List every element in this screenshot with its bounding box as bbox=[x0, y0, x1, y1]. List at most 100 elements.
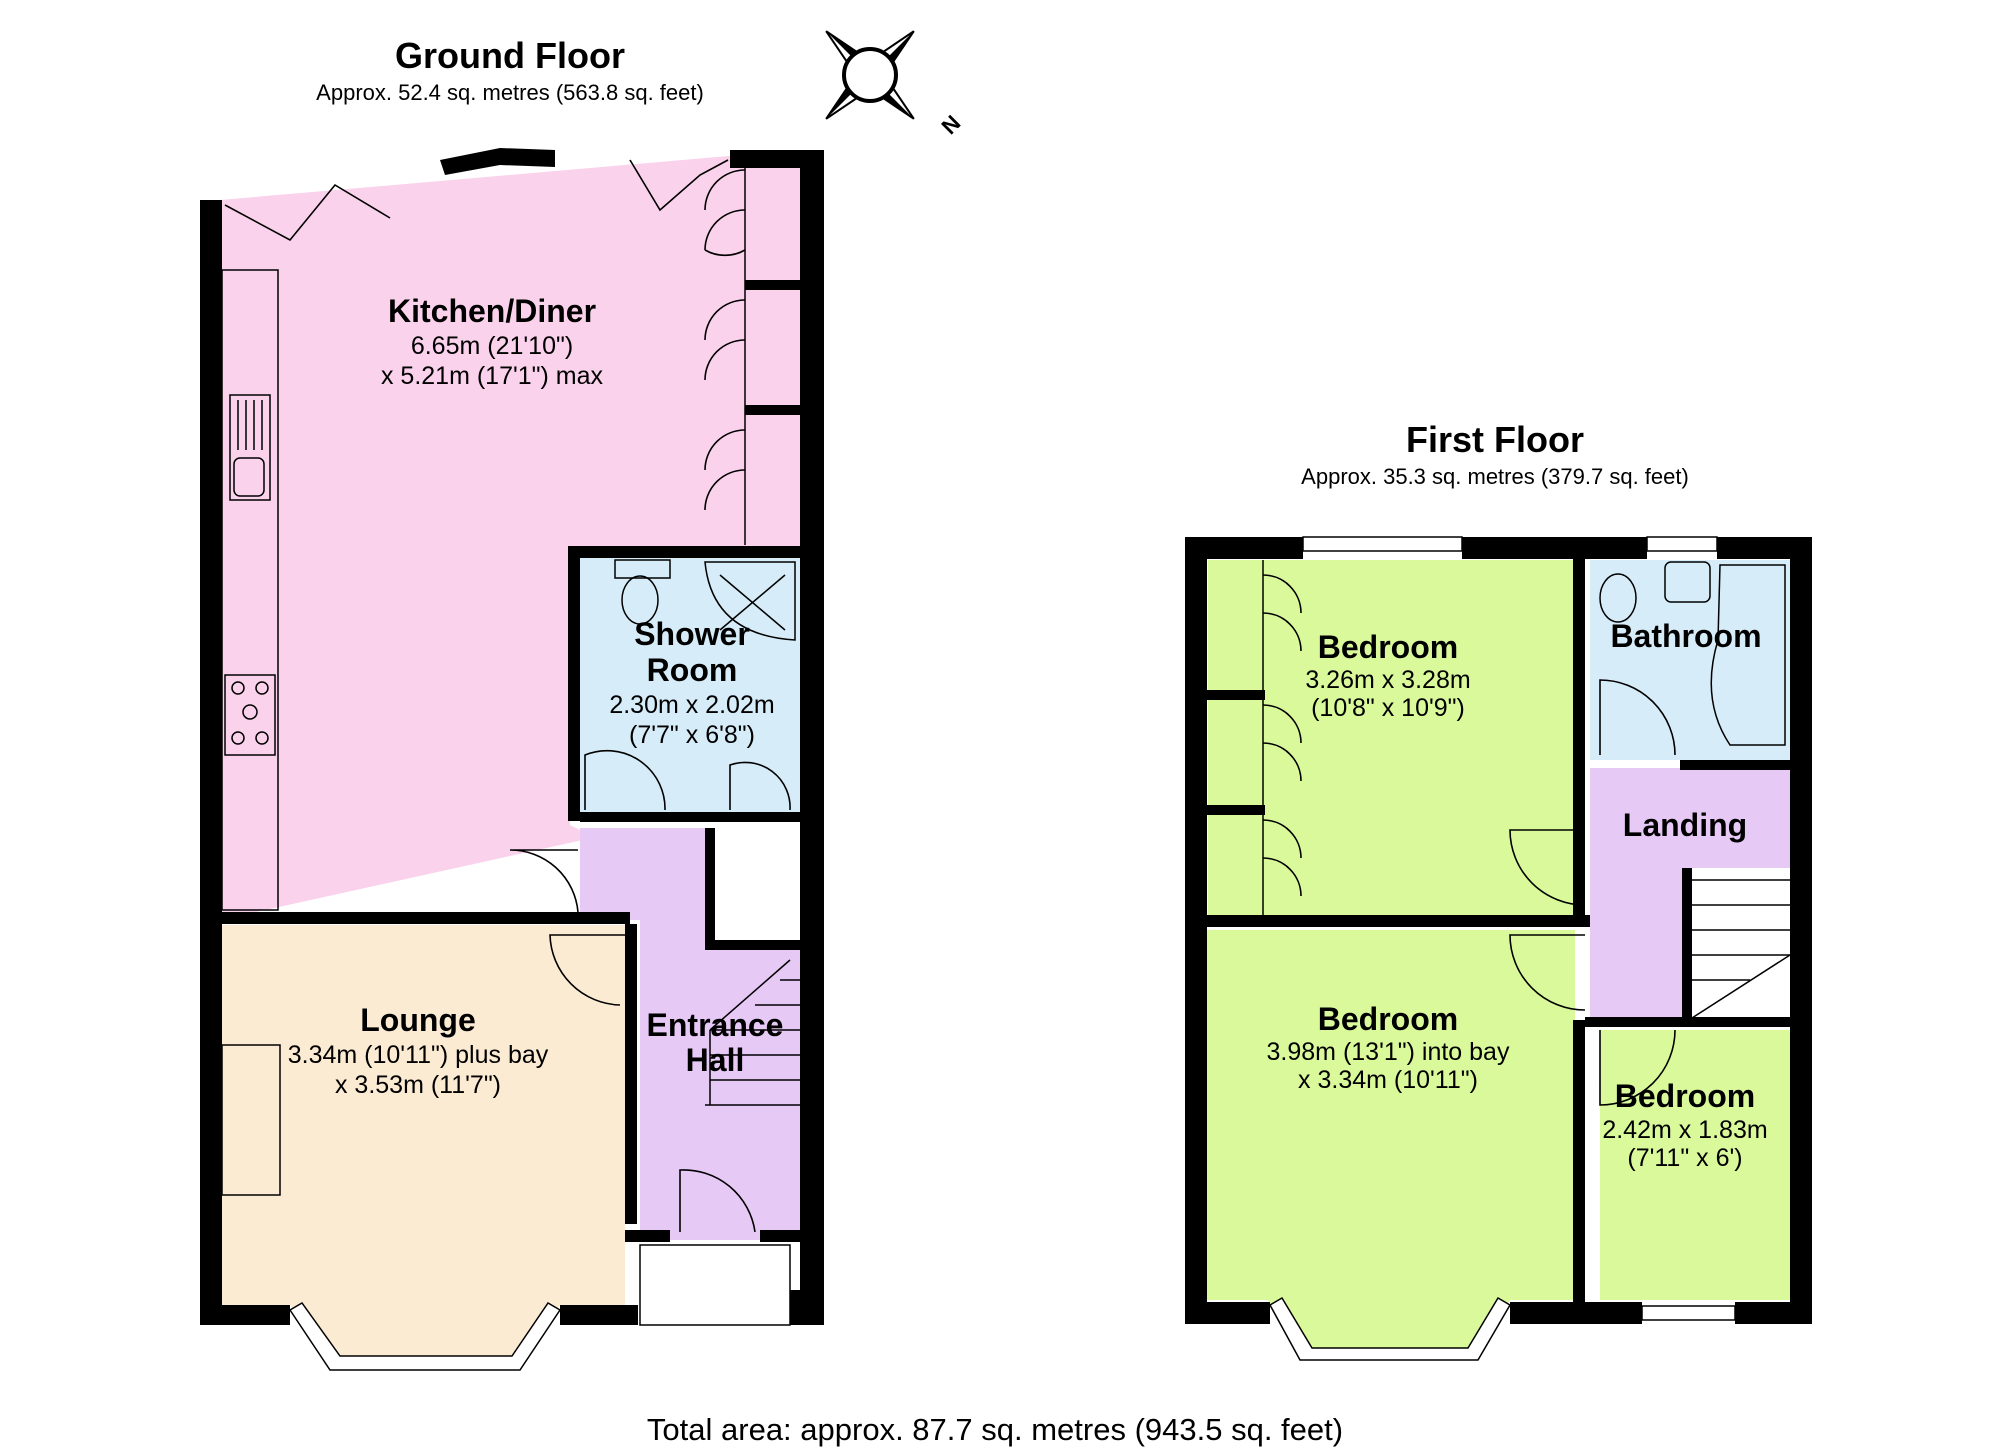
first-floor-title: First Floor bbox=[1406, 419, 1584, 460]
ff-bottom-wall-mid bbox=[1510, 1302, 1642, 1324]
bedroom3-dim1: 2.42m x 1.83m bbox=[1602, 1116, 1767, 1144]
lounge-dim1: 3.34m (10'11") plus bay bbox=[288, 1041, 549, 1069]
wc-cistern bbox=[614, 559, 671, 579]
bath-basin bbox=[1664, 561, 1711, 603]
shower-left-wall bbox=[568, 546, 580, 821]
shower-room-door bbox=[584, 749, 666, 811]
bedroom3-name: Bedroom bbox=[1615, 1078, 1755, 1114]
first-floor-plan bbox=[1185, 536, 1812, 1361]
lounge-bay-window bbox=[288, 1301, 562, 1371]
shower-top-wall bbox=[568, 546, 803, 558]
bedroom3-fill bbox=[1600, 1030, 1790, 1300]
bedroom2-dim2: x 3.34m (10'11") bbox=[1298, 1066, 1478, 1094]
hall-name-line1: Entrance bbox=[647, 1007, 784, 1043]
ff-top-wall-left bbox=[1185, 537, 1303, 559]
wc-bowl bbox=[621, 575, 659, 625]
lounge-door bbox=[549, 934, 625, 1006]
kitchen-rear-stub bbox=[730, 150, 800, 168]
bedroom1-name: Bedroom bbox=[1318, 629, 1458, 665]
lounge-fill bbox=[222, 925, 625, 1360]
entrance-hall-fill bbox=[580, 828, 800, 1240]
lounge-bottom-right-wall bbox=[560, 1305, 638, 1325]
closet-left-wall bbox=[705, 828, 715, 948]
hall-left-wall bbox=[625, 924, 637, 1224]
shower-room-fill bbox=[578, 556, 800, 820]
hall-name-line2: Hall bbox=[686, 1042, 745, 1078]
bedroom3-window bbox=[1641, 1305, 1736, 1321]
kitchen-diner-fill bbox=[220, 155, 800, 920]
ground-floor-plan bbox=[200, 148, 824, 1371]
ground-floor-area: Approx. 52.4 sq. metres (563.8 sq. feet) bbox=[316, 80, 704, 105]
left-outer-wall bbox=[200, 200, 222, 1325]
total-area: Total area: approx. 87.7 sq. metres (943… bbox=[647, 1412, 1343, 1447]
bedroom2-fill bbox=[1205, 930, 1575, 1300]
bedroom2-door bbox=[1509, 934, 1586, 1011]
ff-top-wall-mid bbox=[1462, 537, 1647, 559]
bedroom1-wardrobe-fill bbox=[1255, 560, 1275, 915]
rear-bifold-door-right bbox=[629, 159, 729, 212]
closet-divider-2 bbox=[745, 405, 800, 415]
first-staircase bbox=[1691, 879, 1791, 1019]
ground-floor-title: Ground Floor bbox=[395, 35, 625, 76]
bedroom2-bay-window bbox=[1268, 1296, 1512, 1361]
closet-bottom-wall bbox=[705, 940, 800, 950]
hob-icon bbox=[224, 674, 276, 756]
stair-well-fill bbox=[1692, 868, 1790, 1018]
kitchen-name: Kitchen/Diner bbox=[388, 293, 596, 329]
right-outer-wall bbox=[800, 150, 824, 1325]
shower-tray-icon bbox=[704, 561, 796, 641]
rear-bifold-door-left bbox=[224, 183, 391, 242]
ff-bottom-wall-left bbox=[1185, 1302, 1270, 1324]
bathroom-door bbox=[1599, 679, 1676, 756]
bedroom1-dim2: (10'8" x 10'9") bbox=[1311, 694, 1465, 722]
ground-staircase bbox=[705, 959, 800, 1106]
kitchen-lounge-wall bbox=[222, 912, 630, 924]
bedroom1-wardrobe-doors bbox=[1262, 560, 1302, 915]
bedroom-divider-wall bbox=[1205, 915, 1590, 927]
bedroom1-window bbox=[1302, 536, 1463, 552]
wardrobe-divider-2 bbox=[1205, 805, 1265, 815]
lounge-dim2: x 3.53m (11'7") bbox=[335, 1071, 501, 1099]
bath-wc-bowl bbox=[1599, 573, 1637, 623]
shower-dim2: (7'7" x 6'8") bbox=[629, 721, 755, 749]
ff-bottom-wall-right bbox=[1735, 1302, 1812, 1324]
bathroom-bottom-wall bbox=[1680, 760, 1790, 770]
bedroom3-dim2: (7'11" x 6') bbox=[1627, 1144, 1742, 1172]
first-floor-area: Approx. 35.3 sq. metres (379.7 sq. feet) bbox=[1301, 464, 1689, 489]
wardrobe-divider-1 bbox=[1205, 690, 1265, 700]
compass-north-label: N bbox=[937, 110, 966, 139]
shower-name-line2: Room bbox=[647, 652, 738, 688]
closet-fill bbox=[712, 828, 800, 946]
bedroom1-door bbox=[1509, 829, 1586, 906]
ff-top-wall-right bbox=[1717, 537, 1812, 559]
kitchen-worktop bbox=[221, 269, 279, 911]
hall-front-wall-left bbox=[625, 1230, 670, 1242]
bath-tub bbox=[1710, 564, 1786, 746]
shower-name-line1: Shower bbox=[634, 616, 750, 652]
ff-left-wall bbox=[1185, 537, 1207, 1324]
kitchen-dim2: x 5.21m (17'1") max bbox=[381, 362, 604, 390]
porch bbox=[639, 1244, 791, 1326]
bedroom2-dim1: 3.98m (13'1") into bay bbox=[1267, 1038, 1510, 1066]
sink-icon bbox=[229, 394, 271, 501]
shower-bottom-wall bbox=[580, 812, 800, 822]
bedroom1-right-wall bbox=[1573, 557, 1585, 925]
bathroom-window bbox=[1646, 536, 1718, 552]
bathroom-fill bbox=[1590, 560, 1790, 760]
ff-right-wall bbox=[1790, 537, 1812, 1324]
kitchen-door bbox=[509, 849, 579, 913]
shower-dim1: 2.30m x 2.02m bbox=[609, 691, 774, 719]
closet-divider-1 bbox=[745, 280, 800, 290]
front-door bbox=[679, 1169, 756, 1233]
lounge-recess bbox=[221, 1044, 281, 1196]
stair-left-wall bbox=[1682, 868, 1692, 1023]
kitchen-cupboard-doors bbox=[704, 168, 746, 545]
lounge-bottom-left-wall bbox=[200, 1305, 290, 1325]
bedroom2-right-wall bbox=[1573, 1020, 1585, 1305]
kitchen-dim1: 6.65m (21'10") bbox=[411, 332, 573, 360]
landing-name: Landing bbox=[1623, 807, 1747, 843]
compass-icon bbox=[825, 30, 915, 120]
closet-door bbox=[729, 761, 791, 811]
bedroom1-dim1: 3.26m x 3.28m bbox=[1305, 666, 1470, 694]
